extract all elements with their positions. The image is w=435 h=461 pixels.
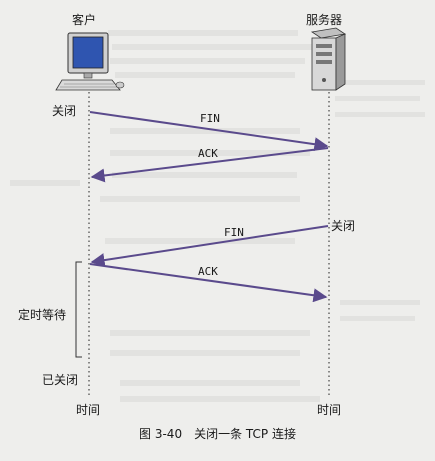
client-time-label: 时间 (76, 403, 101, 417)
server-tower-icon (310, 27, 347, 91)
ack-1-arrow (90, 147, 329, 183)
client-close-label: 关闭 (52, 104, 77, 118)
fin-1-label: FIN (200, 112, 220, 125)
figure-caption: 图 3-40 关闭一条 TCP 连接 (139, 427, 296, 441)
server-label: 服务器 (306, 13, 343, 27)
client-label: 客户 (72, 13, 97, 27)
server-close-label: 关闭 (331, 219, 356, 233)
ack-2-label: ACK (198, 265, 218, 278)
fin-1-arrow (89, 111, 329, 152)
timed-wait-bracket (75, 261, 82, 358)
ack-1-label: ACK (198, 147, 218, 160)
server-time-label: 时间 (317, 403, 342, 417)
timed-wait-label: 定时等待 (18, 308, 67, 322)
fin-2-arrow (90, 225, 329, 268)
desktop-computer-icon (55, 32, 125, 91)
fin-2-label: FIN (224, 226, 244, 239)
ack-2-arrow (89, 263, 328, 303)
closed-label: 已关闭 (42, 373, 79, 387)
